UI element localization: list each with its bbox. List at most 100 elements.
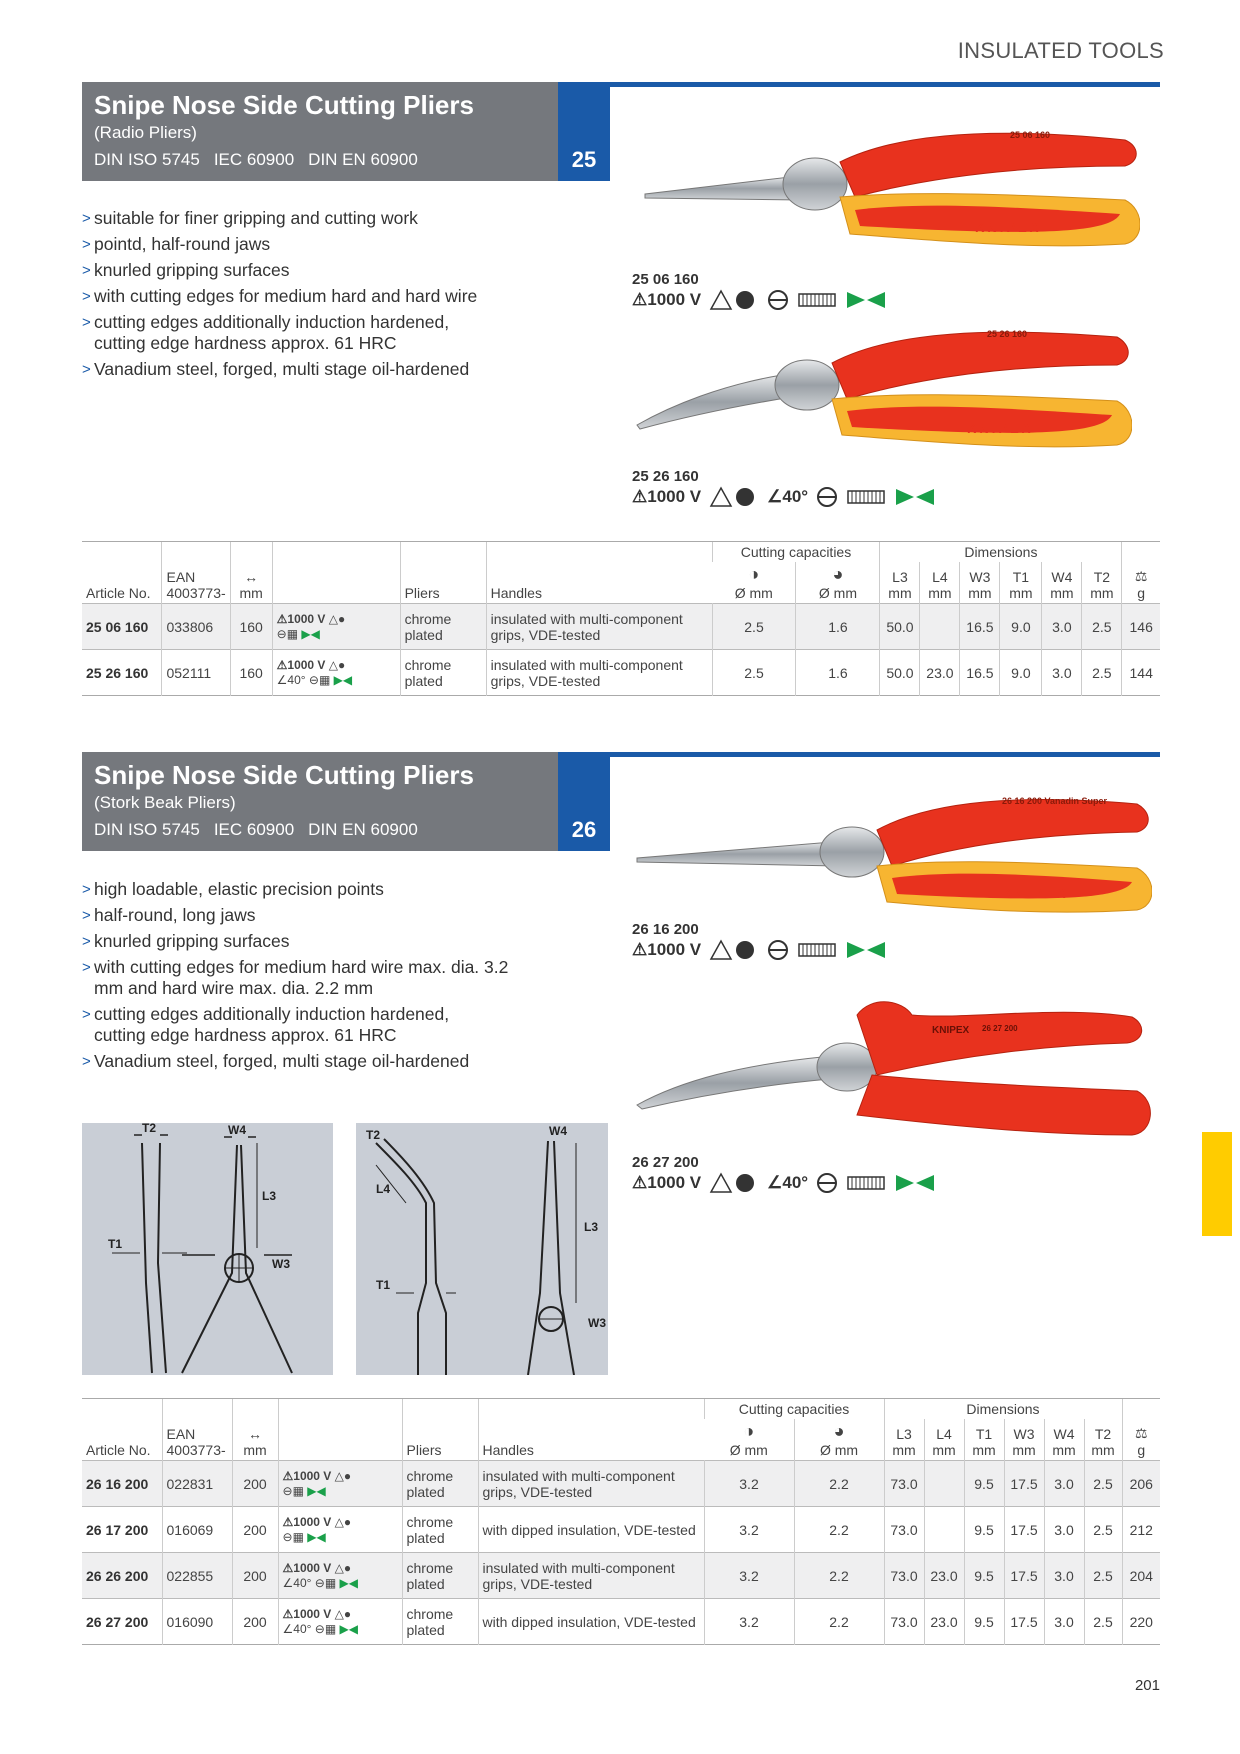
svg-text:T1: T1 [108,1237,122,1251]
hard-wire-icon [768,290,789,310]
section1-features: suitable for finer gripping and cutting … [82,208,552,385]
certification-icon: △● [328,657,346,672]
certification-icon: △● [334,1468,352,1483]
col-length: ↔mm [231,1398,278,1461]
length-arrow-icon: ↔ [248,1426,262,1442]
knurled-grip-icon: ▦ [286,626,299,641]
certification-icon: △● [334,1560,352,1575]
brand-logo: KNIPEX [932,1025,970,1036]
vde-1000v-icon: ⚠1000 V [632,940,702,959]
list-item: with cutting edges for medium hard and h… [82,286,552,307]
hard-wire-header: ◕Ø mm [793,1419,884,1461]
pliers-imprint: 25 06 160 [1010,130,1050,140]
hard-wire-icon [817,487,838,507]
cutting-edge-icon: ▶◀ [339,1621,358,1636]
certification-icon [709,1172,755,1193]
angle-icon: ∠40° [276,672,306,687]
svg-text:W3: W3 [588,1316,606,1330]
knurled-grip-icon: ▦ [324,1621,337,1636]
section-divider [82,752,1160,757]
section2-features: high loadable, elastic precision points … [82,879,552,1077]
list-item: knurled gripping surfaces [82,260,552,281]
hard-wire-icon [817,1173,838,1193]
knurled-grip-icon [847,1176,885,1190]
vde-1000v-icon: ⚠1000 V [632,487,702,506]
cutting-edge-icon [847,292,886,308]
medium-wire-icon: ◑ [743,1421,755,1441]
col-dimensions: Dimensions [879,541,1122,562]
list-item: half-round, long jaws [82,905,552,926]
svg-text:W4: W4 [228,1123,246,1137]
certification-icon [709,486,755,507]
svg-text:L3: L3 [262,1189,276,1203]
col-handles: Handles [477,1398,704,1461]
scale-icon: ⚖ [1134,568,1148,584]
col-cutting-capacities: Cutting capacities [703,1398,884,1419]
angle-icon: ∠40° [767,1173,809,1192]
brand-logo: KNIPEX [975,220,1041,235]
cutting-edge-icon: ▶◀ [333,672,353,687]
icons-cell: ⚠1000 V △●∠40° ⊖▦ ▶◀ [271,649,401,696]
icons-cell: ⚠1000 V △●∠40° ⊖▦ ▶◀ [277,1552,402,1599]
knurled-grip-icon: ▦ [318,672,331,687]
list-item: cutting edges additionally induction har… [82,312,454,354]
list-item: cutting edges additionally induction har… [82,1004,454,1046]
col-article: Article No. [82,1398,162,1461]
col-cutting-capacities: Cutting capacities [711,541,880,562]
angle-icon: ∠40° [767,487,809,506]
section1-number: 25 [558,82,610,181]
section2-title: Snipe Nose Side Cutting Pliers [94,760,474,790]
angle-icon: ∠40° [282,1575,312,1590]
list-item: knurled gripping surfaces [82,931,552,952]
medium-wire-icon: ◑ [748,564,760,584]
knurled-grip-icon [847,490,885,504]
hard-wire-header: ◕Ø mm [795,562,880,604]
knurled-grip-icon [798,943,836,957]
svg-text:T1: T1 [376,1278,390,1292]
pliers-image-26-16-200: 26 16 200 Vanadin Super KNIPEX [636,796,1152,913]
list-item: high loadable, elastic precision points [82,879,552,900]
hard-wire-icon: ⊖ [276,626,287,641]
vde-1000v-icon: ⚠1000 V [632,1173,702,1192]
section-divider [82,82,1160,87]
page-number: 201 [1134,1677,1160,1694]
hard-wire-icon: ◕ [832,564,844,584]
list-item: with cutting edges for medium hard wire … [82,957,534,999]
svg-text:L4: L4 [376,1182,390,1196]
cutting-edge-icon [896,489,935,505]
length-arrow-icon: ↔ [244,569,259,585]
certification-icon: △● [334,1606,352,1621]
brand-logo: KNIPEX [1002,886,1068,901]
knurled-grip-icon: ▦ [292,1483,304,1498]
dimension-diagram-side: T2 W4 L3 T1 W3 L4 [356,1123,608,1375]
hard-wire-icon: ⊖ [282,1483,293,1498]
knurled-grip-icon: ▦ [292,1529,304,1544]
section2-header: Snipe Nose Side Cutting Pliers (Stork Be… [82,752,558,851]
cutting-edge-icon [896,1175,935,1191]
certification-icon [709,939,755,960]
article-number: 26 16 200 [632,921,699,938]
article-number: 25 26 160 [632,468,699,485]
brand-logo: KNIPEX [967,421,1033,436]
section1-subtitle: (Radio Pliers) [94,123,197,142]
icons-cell: ⚠1000 V △●⊖▦ ▶◀ [277,1460,402,1507]
list-item: pointd, half-round jaws [82,234,552,255]
icons-cell: ⚠1000 V △●∠40° ⊖▦ ▶◀ [277,1598,402,1645]
section2-subtitle: (Stork Beak Pliers) [94,793,236,812]
pliers-image-26-27-200: KNIPEX 26 27 200 [636,1001,1151,1136]
hard-wire-icon: ⊖ [314,1621,325,1636]
product-icons-row: ⚠1000 V [632,289,887,311]
list-item: Vanadium steel, forged, multi stage oil-… [82,359,552,380]
svg-text:T2: T2 [142,1123,156,1135]
pliers-imprint: 26 16 200 Vanadin Super [1002,796,1108,806]
